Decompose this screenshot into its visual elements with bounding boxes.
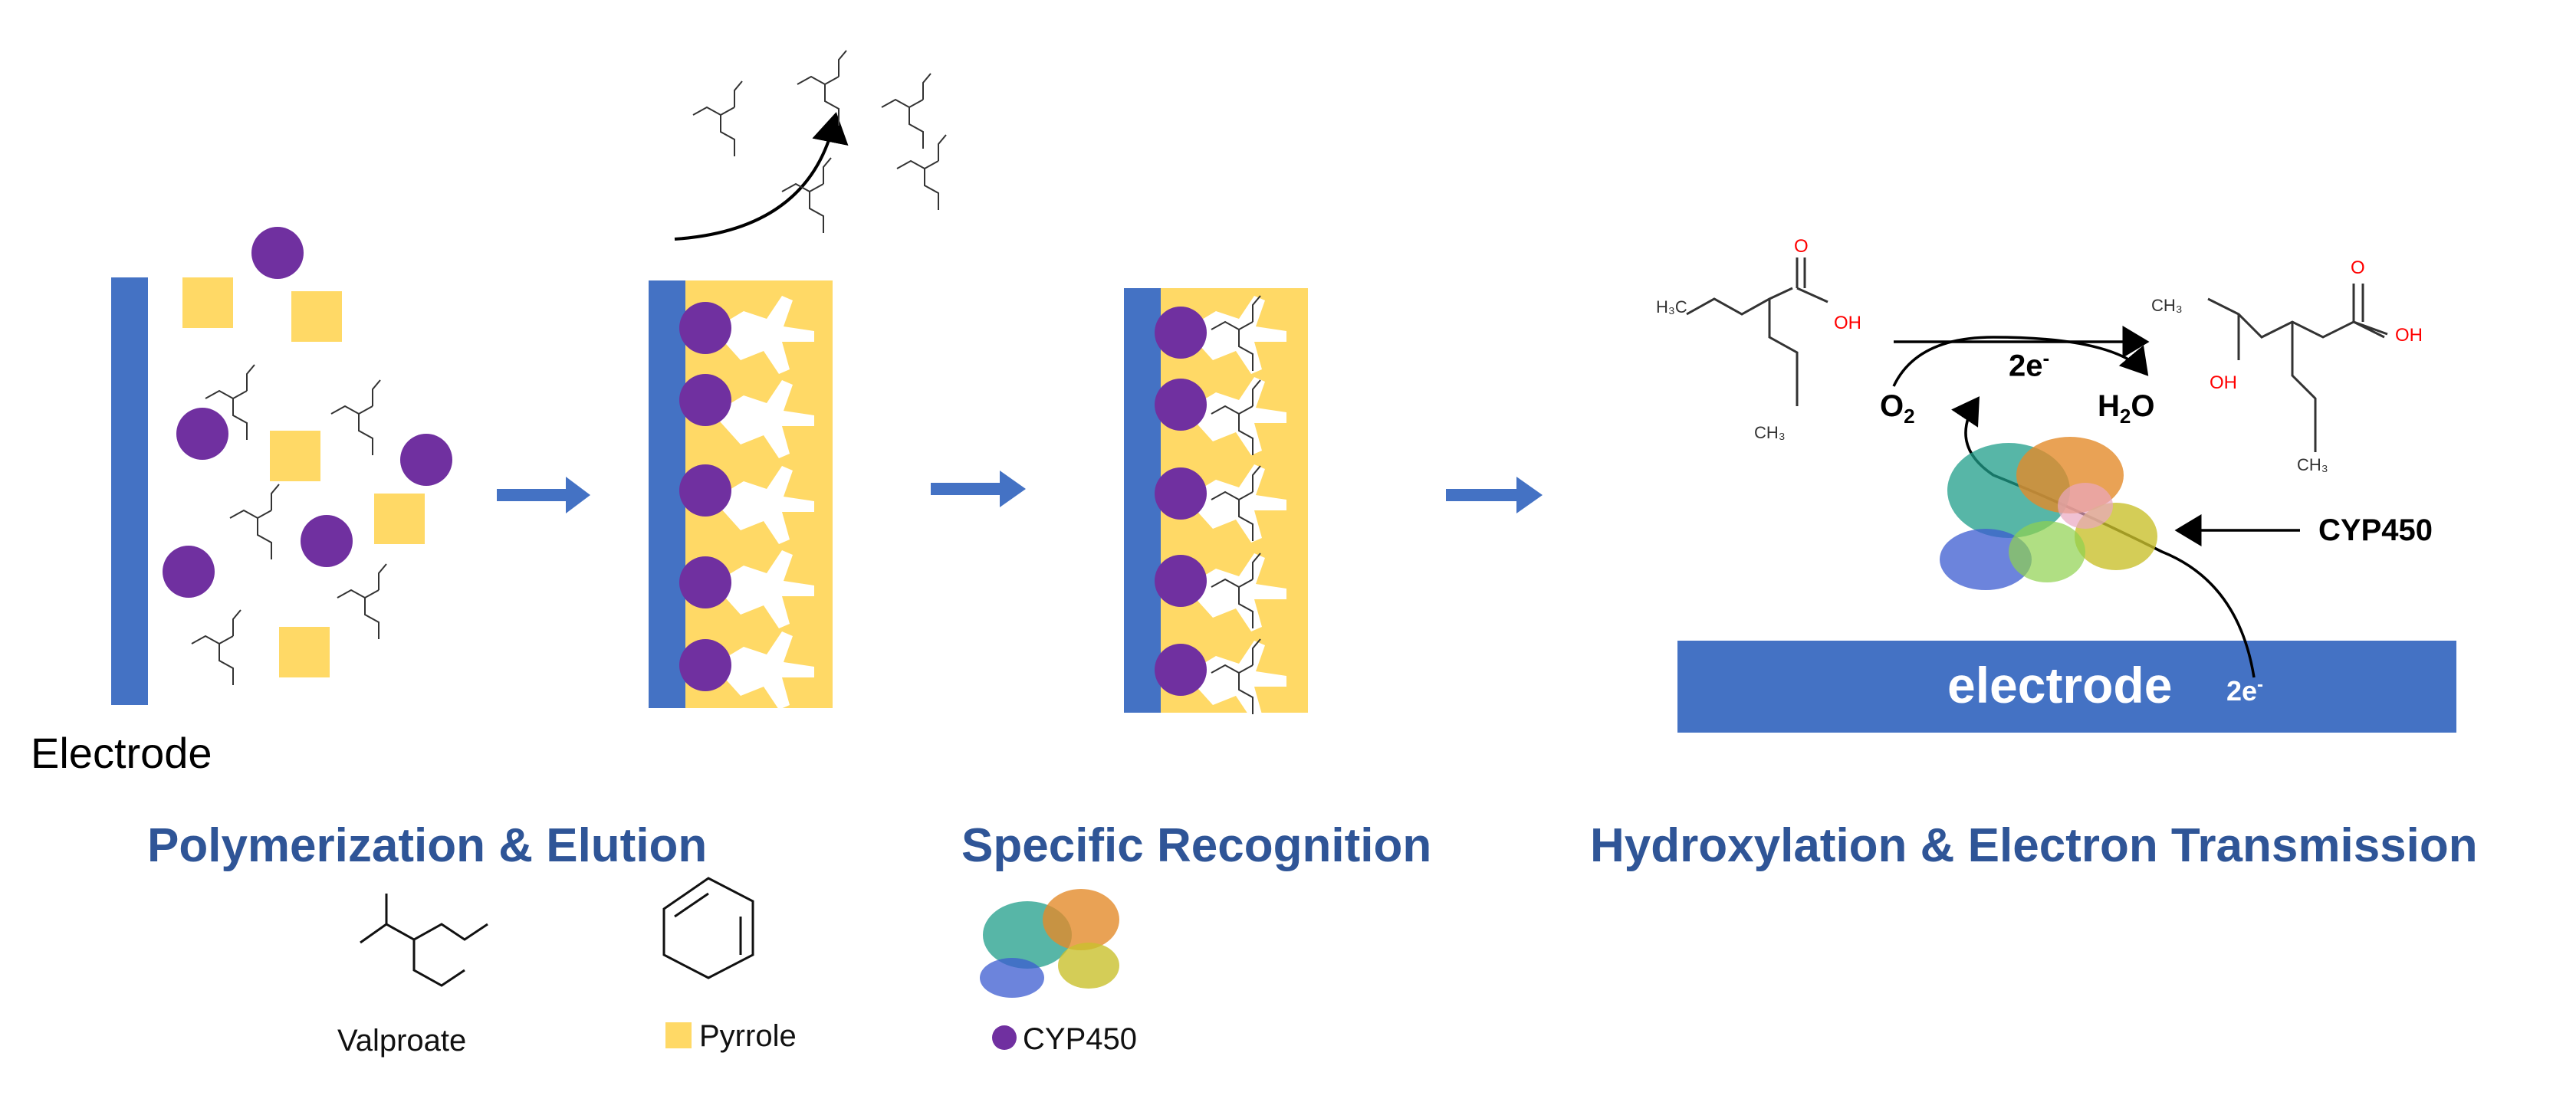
oxygen-arc	[1892, 336, 2149, 387]
product-ch3-bottom: CH₃	[2297, 455, 2328, 474]
electrode-bar-label: electrode	[1947, 657, 2173, 713]
reactant-oh: OH	[1834, 313, 1861, 333]
water-o: O	[2131, 389, 2155, 423]
step-title-polymerization: Polymerization & Elution	[147, 819, 708, 872]
electrons-bar-charge: -	[2257, 674, 2264, 695]
pyrrole-legend-swatch	[665, 1022, 692, 1048]
cyp450-circle	[163, 546, 215, 598]
reactant-molecule	[1686, 257, 1829, 406]
pyrrole-structure	[662, 877, 754, 979]
cyp450-circle	[679, 464, 731, 517]
process-arrow-3	[1446, 477, 1543, 513]
electrons-bar-text: 2e	[2226, 675, 2258, 707]
electrons-top-charge: -	[2042, 346, 2050, 369]
electrode-slab	[1677, 641, 2456, 733]
pyrrole-square	[374, 494, 425, 544]
imprint-cavities	[713, 296, 814, 710]
eluted-valproate	[881, 73, 932, 149]
valproate-molecule	[229, 484, 280, 560]
reactant-h3c: H₃C	[1656, 297, 1687, 316]
oxygen-label: O2	[1880, 389, 1915, 428]
pyrrole-square	[182, 277, 233, 328]
oxygen-text: O	[1880, 389, 1904, 423]
cyp450-circle	[1155, 467, 1207, 520]
legend-graphics	[360, 877, 1119, 1050]
cyp450-circle	[679, 374, 731, 426]
cyp450-circle	[679, 639, 731, 691]
water-h: H	[2098, 389, 2120, 423]
cyp450-circle	[1155, 379, 1207, 431]
cyp450-circle	[301, 515, 353, 567]
panel-mixture	[111, 227, 452, 705]
valproate-molecule	[330, 379, 381, 456]
process-arrows	[497, 471, 1543, 513]
pyrrole-square	[279, 627, 330, 677]
electrode-bar-1	[111, 277, 148, 705]
cyp450-legend-structure	[980, 889, 1119, 998]
pyrrole-square	[270, 431, 320, 481]
cyp450-circle	[679, 302, 731, 354]
oxygen-sub: 2	[1904, 405, 1915, 428]
cyp450-structure	[1940, 437, 2157, 590]
water-label: H2O	[2098, 389, 2154, 428]
cyp450-circle	[1155, 555, 1207, 607]
electrode-bar-2	[649, 280, 685, 708]
panel-hydroxylation	[1677, 257, 2456, 733]
electrons-bar-label: 2e-	[2226, 674, 2263, 707]
reactant-carbonyl-o: O	[1794, 236, 1809, 257]
cyp450-circle	[679, 556, 731, 608]
valproate-structure	[360, 894, 488, 987]
cyp450-circle	[251, 227, 304, 279]
product-hydroxyl: OH	[2210, 372, 2237, 393]
step-title-hydroxylation: Hydroxylation & Electron Transmission	[1590, 819, 2478, 872]
product-ch3-top: CH₃	[2151, 296, 2183, 315]
reactant-ch3: CH₃	[1754, 423, 1786, 442]
cyp450-pointer-label: CYP450	[2318, 513, 2433, 547]
cyp450-circle	[176, 408, 228, 460]
step-title-recognition: Specific Recognition	[961, 819, 1432, 872]
legend-cyp450: CYP450	[1023, 1022, 1137, 1056]
panel-recognition	[1124, 288, 1308, 719]
cyp450-circle	[1155, 644, 1207, 696]
valproate-molecule	[191, 609, 242, 686]
eluted-valproate	[896, 134, 947, 211]
water-sub: 2	[2119, 405, 2131, 428]
process-arrow-2	[931, 471, 1026, 507]
process-arrow-1	[497, 477, 590, 513]
eluted-valproate	[797, 50, 847, 126]
cyp450-circle	[400, 434, 452, 486]
legend-valproate: Valproate	[337, 1024, 467, 1058]
bound-valproate-set	[1185, 296, 1286, 719]
electrode-label: Electrode	[31, 729, 212, 777]
legend-pyrrole: Pyrrole	[699, 1019, 797, 1053]
eluted-valproate	[781, 157, 832, 234]
electrons-top-text: 2e	[2009, 349, 2043, 383]
pyrrole-square	[291, 291, 342, 342]
electrons-top-label: 2e-	[2009, 346, 2049, 383]
electrode-bar-3	[1124, 288, 1161, 713]
valproate-molecule	[337, 563, 387, 640]
product-acid-oh: OH	[2395, 325, 2423, 346]
product-molecule	[2207, 284, 2388, 452]
eluted-valproate	[692, 80, 743, 157]
panel-imprinted-film	[649, 50, 947, 710]
elution-arrow	[674, 112, 849, 241]
cyp450-circle	[1155, 307, 1207, 359]
product-carbonyl-o: O	[2351, 257, 2365, 278]
cyp450-legend-swatch	[992, 1025, 1017, 1050]
